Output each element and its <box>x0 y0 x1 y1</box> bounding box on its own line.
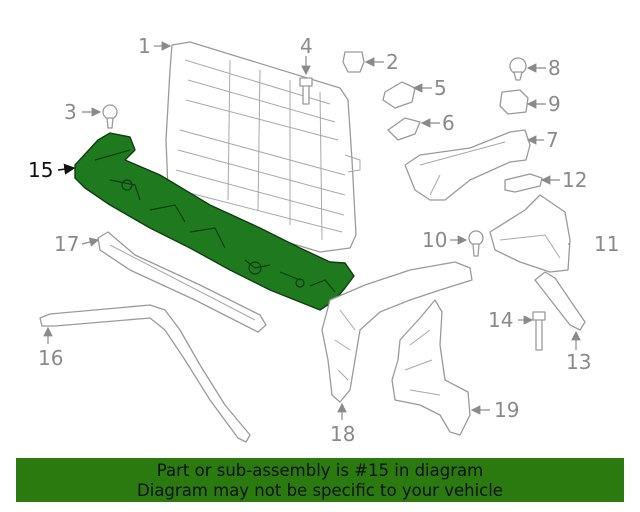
callout-13: 13 <box>566 350 591 374</box>
part-16-brace[interactable] <box>39 304 251 443</box>
part-12-clip[interactable] <box>504 173 543 193</box>
part-5-nut-clip[interactable] <box>382 81 416 109</box>
part-11-deflector[interactable] <box>489 194 571 273</box>
callout-1: 1 <box>138 34 151 58</box>
callout-7: 7 <box>546 128 559 152</box>
callout-3: 3 <box>64 100 77 124</box>
part-8-cap[interactable] <box>509 57 527 81</box>
part-14-bolt[interactable] <box>532 311 546 351</box>
callout-9: 9 <box>548 92 561 116</box>
part-18-bracket[interactable] <box>321 261 473 403</box>
callout-5: 5 <box>434 76 447 100</box>
part-10-screw[interactable] <box>468 230 484 257</box>
part-3-screw[interactable] <box>102 104 118 129</box>
part-6-clip[interactable] <box>387 117 421 141</box>
callout-12: 12 <box>562 168 587 192</box>
banner-line-2: Diagram may not be specific to your vehi… <box>137 481 503 500</box>
part-17-lower-bar[interactable] <box>97 231 267 333</box>
part-4-bolt[interactable] <box>299 77 313 105</box>
leader-lines <box>43 41 581 420</box>
part-19-bracket[interactable] <box>391 299 471 436</box>
callout-11: 11 <box>594 232 619 256</box>
part-7-air-duct[interactable] <box>404 129 531 201</box>
info-banner: Part or sub-assembly is #15 in diagram D… <box>16 458 624 502</box>
callout-6: 6 <box>442 111 455 135</box>
banner-line-1: Part or sub-assembly is #15 in diagram <box>156 461 484 480</box>
callout-19: 19 <box>494 398 519 422</box>
callout-14: 14 <box>488 308 513 332</box>
part-15-support-bar[interactable] <box>74 132 355 311</box>
callout-4: 4 <box>300 34 313 58</box>
part-2-clip[interactable] <box>342 51 365 73</box>
callout-8: 8 <box>548 56 561 80</box>
callout-2: 2 <box>386 50 399 74</box>
callout-10: 10 <box>422 228 447 252</box>
part-9-nut[interactable] <box>499 89 529 115</box>
callout-17: 17 <box>54 232 79 256</box>
callout-16: 16 <box>38 346 63 370</box>
part-13-strut[interactable] <box>534 271 586 331</box>
callout-15: 15 <box>28 158 53 182</box>
callout-18: 18 <box>330 422 355 446</box>
